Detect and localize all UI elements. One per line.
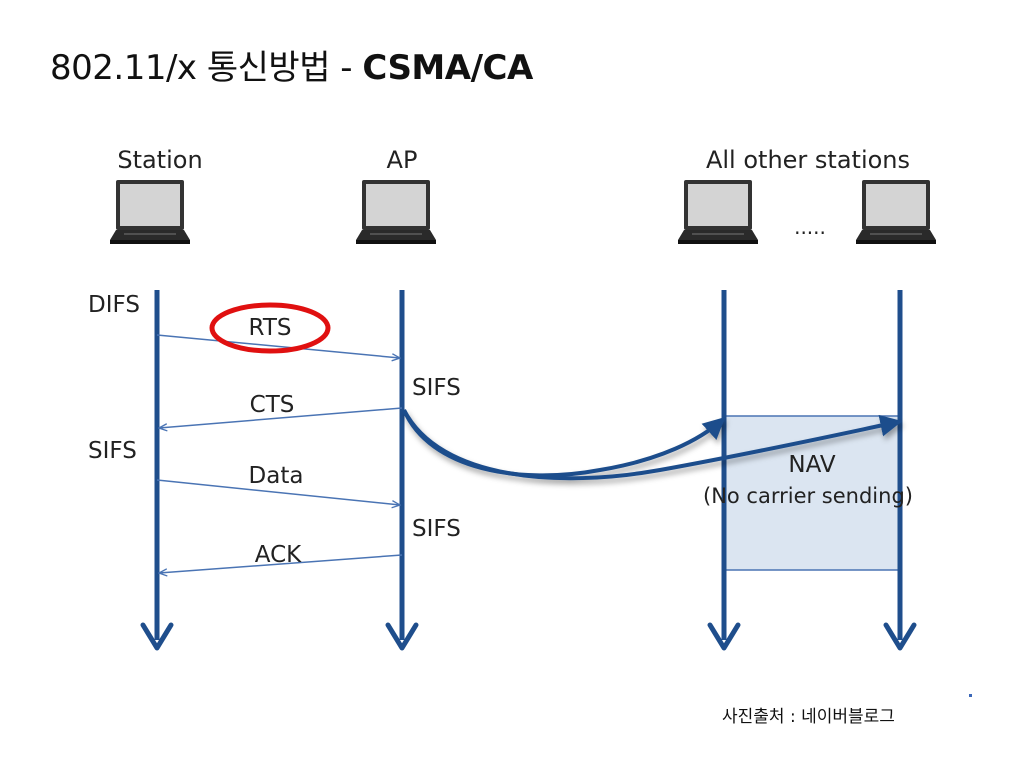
sifs-label-3: SIFS [412, 516, 461, 542]
data-arrow [156, 479, 400, 505]
decorative-dot [969, 694, 972, 697]
laptop-icon [678, 180, 758, 244]
ap-label: AP [387, 146, 418, 174]
laptop-icon [356, 180, 436, 244]
rts-highlight-ellipse [209, 302, 331, 354]
station-label: Station [117, 146, 202, 174]
lifeline-other-1 [707, 290, 741, 651]
difs-label: DIFS [88, 292, 140, 318]
nav-curve-arrows [402, 409, 903, 481]
data-label: Data [249, 463, 304, 489]
ack-label: ACK [255, 542, 302, 568]
other-stations-label: All other stations [706, 146, 910, 174]
slide-title: 802.11/x 통신방법 - CSMA/CA [50, 40, 533, 89]
laptop-icon [856, 180, 936, 244]
title-bold: CSMA/CA [362, 48, 533, 88]
rts-arrow [156, 334, 400, 358]
cts-arrow [159, 407, 403, 428]
title-regular: 802.11/x 통신방법 - [50, 48, 363, 88]
sifs-label-1: SIFS [412, 375, 461, 401]
arrow-down-icon [385, 622, 419, 651]
ack-arrow [159, 554, 403, 573]
arrow-down-icon [140, 622, 174, 651]
lifeline-station [140, 290, 174, 651]
arrow-down-icon [707, 622, 741, 651]
lifeline-ap [385, 290, 419, 651]
image-source-caption: 사진출처 : 네이버블로그 [722, 707, 895, 727]
laptop-icon [110, 180, 190, 244]
rts-label: RTS [249, 315, 292, 341]
ellipsis-text: ..... [794, 215, 826, 239]
nav-curve-to-last [402, 409, 903, 481]
arrow-down-icon [883, 622, 917, 651]
cts-label: CTS [250, 392, 295, 418]
lifeline-other-2 [883, 290, 917, 651]
nav-label: NAV [788, 452, 835, 478]
sifs-label-2: SIFS [88, 438, 137, 464]
nav-sub-label: (No carrier sending) [703, 484, 913, 508]
